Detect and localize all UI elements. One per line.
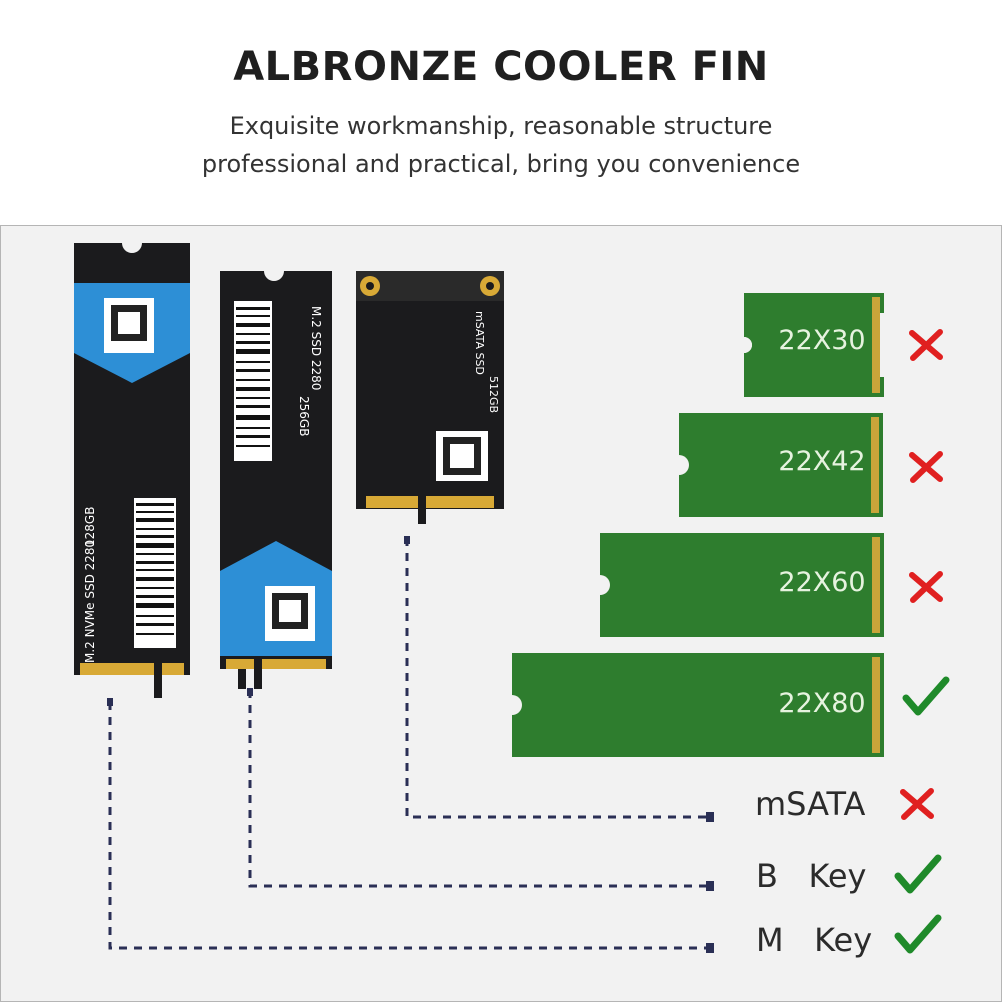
cross-icon [909,571,943,603]
ssd-capacity: 256GB [297,396,311,436]
cross-icon [900,788,934,820]
ssd-model-line: M.2 NVMe SSD 2280 [83,540,97,663]
ssd-card-nvme: M.2 NVMe SSD 2280 128GB [74,243,190,698]
check-icon [894,854,942,894]
size-label: 22X60 [778,567,866,598]
subtitle-line-1: Exquisite workmanship, reasonable struct… [229,112,773,140]
cross-icon [909,329,943,361]
key-label-b: B Key [756,857,867,895]
size-board-22x60 [600,533,884,637]
check-icon [894,914,942,954]
size-label: 22X30 [778,325,866,356]
ssd-card-sata: M.2 SSD 2280 256GB [220,271,332,689]
size-board-22x30 [744,293,884,397]
size-label: 22X42 [778,446,866,477]
key-label-m: M Key [756,921,873,959]
ssd-capacity: 512GB [487,376,500,413]
page-title: ALBRONZE COOLER FIN [233,44,769,90]
ssd-card-msata: mSATA SSD 512GB [356,271,504,524]
ssd-capacity: 128GB [83,507,97,547]
ssd-model-line: mSATA SSD [473,311,486,375]
check-icon [902,676,950,716]
size-board-22x80 [512,653,884,757]
cross-icon [909,451,943,483]
subtitle-line-2: professional and practical, bring you co… [201,150,801,178]
size-board-22x42 [679,413,883,517]
size-label: 22X80 [778,688,866,719]
ssd-model-line: M.2 SSD 2280 [309,306,323,390]
key-label-msata: mSATA [755,785,866,823]
